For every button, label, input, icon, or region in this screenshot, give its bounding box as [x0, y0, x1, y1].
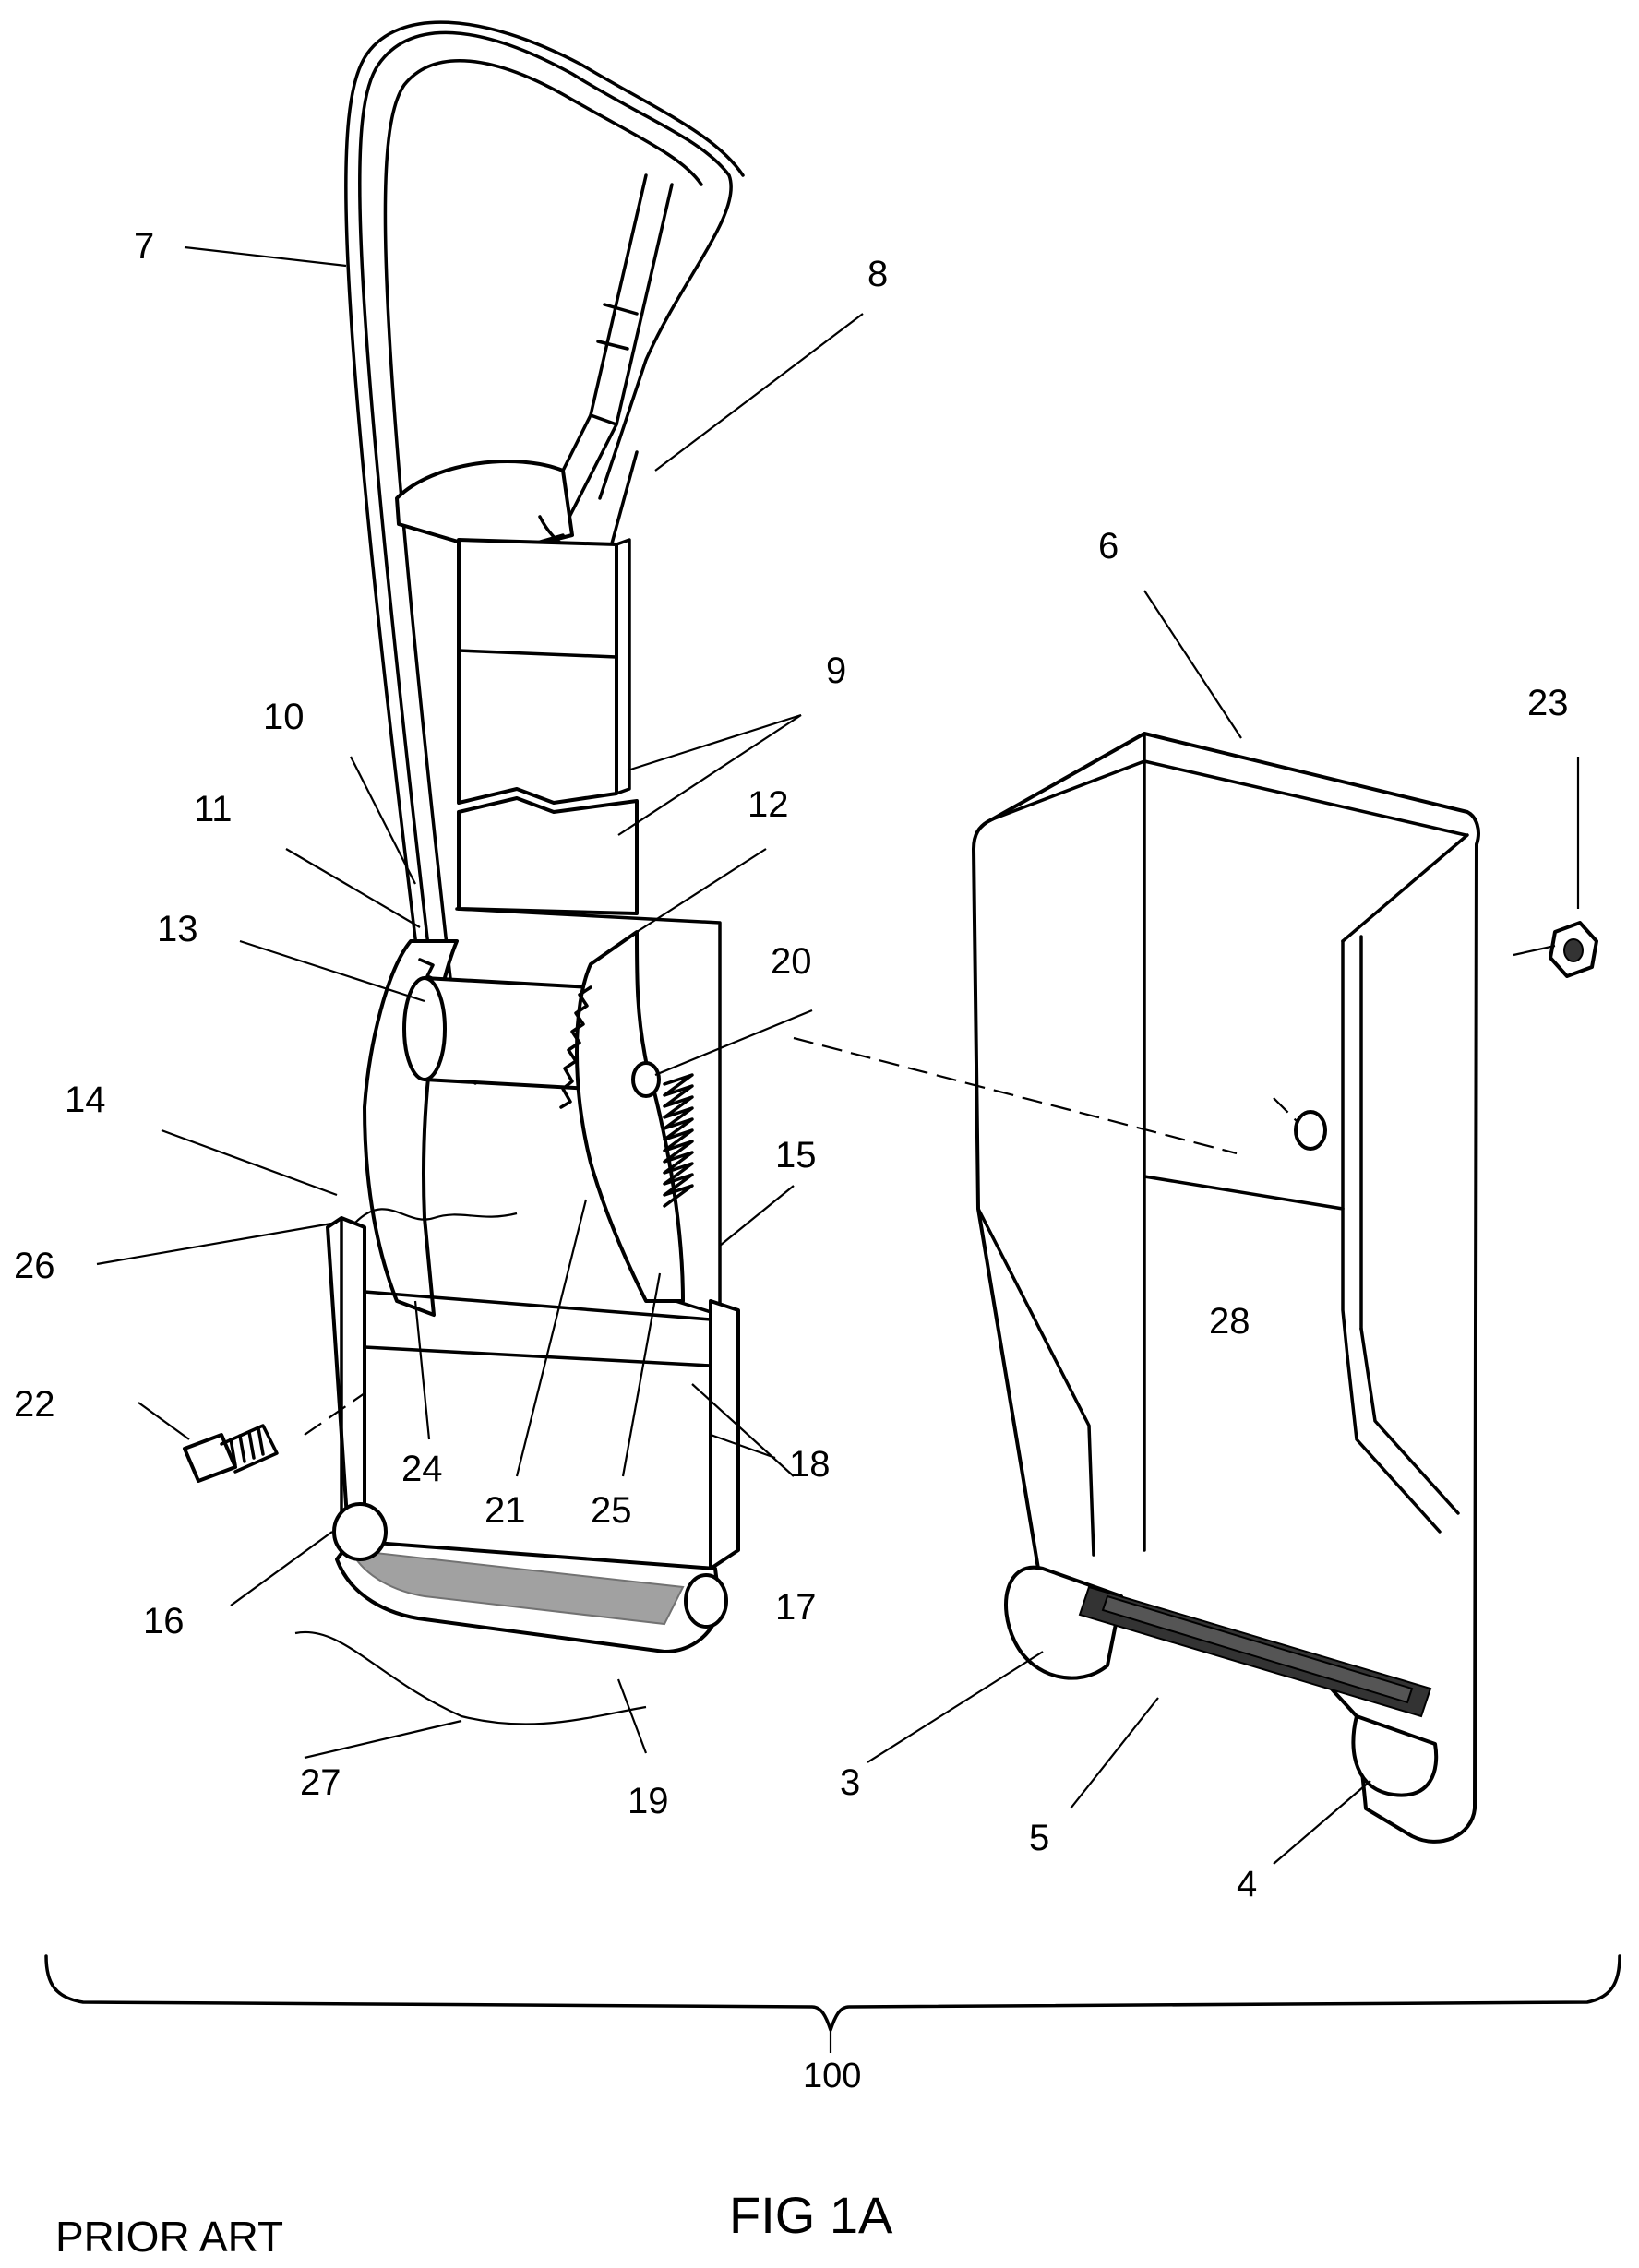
ref-label: 24: [401, 1449, 443, 1489]
ref-label: 19: [628, 1781, 669, 1821]
ref-label: 18: [789, 1444, 831, 1485]
ref-label: 4: [1237, 1864, 1257, 1904]
ref-label: 22: [14, 1384, 55, 1425]
assembly-ref-label: 100: [803, 2057, 861, 2095]
ref-label: 12: [748, 784, 789, 825]
ref-label: 6: [1098, 526, 1119, 567]
ref-label: 23: [1527, 683, 1569, 723]
ref-label: 8: [867, 254, 888, 294]
ref-label: 3: [840, 1762, 860, 1803]
ref-label: 20: [771, 941, 812, 982]
ref-label: 28: [1209, 1301, 1250, 1342]
ref-label: 5: [1029, 1818, 1049, 1858]
assembly-bracket: [46, 1956, 1620, 2053]
ref-label: 27: [300, 1762, 341, 1803]
ref-label: 13: [157, 909, 198, 949]
figure-title: FIG 1A: [729, 2186, 893, 2244]
ref-label: 14: [65, 1080, 106, 1120]
strap: [459, 540, 637, 913]
nut: [1550, 923, 1597, 976]
housing: [974, 734, 1597, 1842]
ref-label: 11: [194, 789, 233, 830]
ref-label: 21: [485, 1490, 526, 1531]
ref-label: 7: [134, 226, 154, 267]
prior-art-label: PRIOR ART: [55, 2213, 283, 2261]
ref-label: 10: [263, 697, 305, 737]
ref-label: 9: [826, 651, 846, 691]
ref-label: 16: [143, 1601, 185, 1641]
ref-label: 15: [775, 1135, 817, 1176]
ref-label: 26: [14, 1246, 55, 1286]
ref-label: 17: [775, 1587, 817, 1628]
ref-label: 25: [591, 1490, 632, 1531]
buckle-body: [185, 909, 738, 1652]
bolt: [185, 1426, 277, 1481]
